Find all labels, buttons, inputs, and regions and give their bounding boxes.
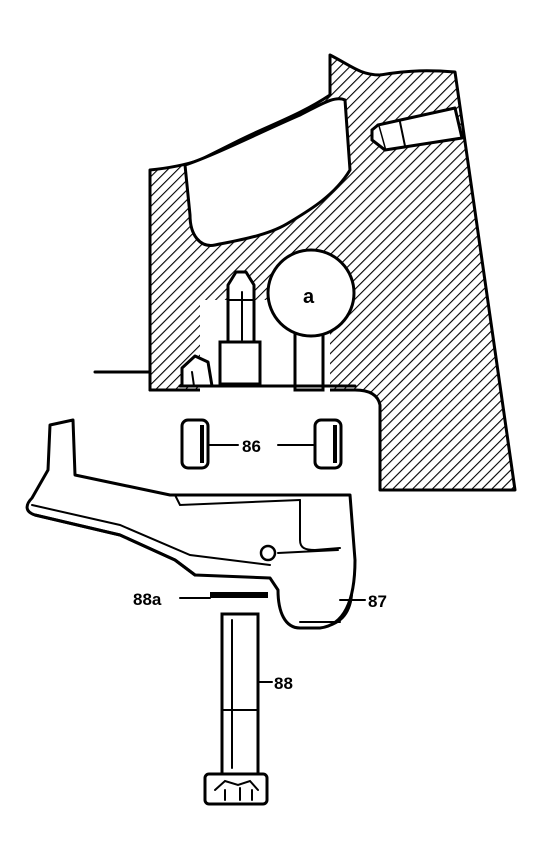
bolt-88: 88 — [203, 612, 293, 806]
top-dowel-pin — [370, 106, 464, 152]
ball-port-a: a — [266, 248, 356, 392]
label-87: 87 — [368, 592, 387, 611]
label-86: 86 — [242, 437, 261, 456]
mounting-flange — [93, 370, 357, 392]
lever-arm: 87 — [25, 418, 387, 630]
label-88: 88 — [274, 674, 293, 693]
stud-pin — [218, 270, 262, 386]
dowel-sleeves-86: 86 — [180, 418, 343, 470]
washer-88a: 88a — [133, 590, 268, 609]
label-88a: 88a — [133, 590, 162, 609]
small-nut — [180, 354, 214, 388]
label-a: a — [303, 286, 315, 308]
